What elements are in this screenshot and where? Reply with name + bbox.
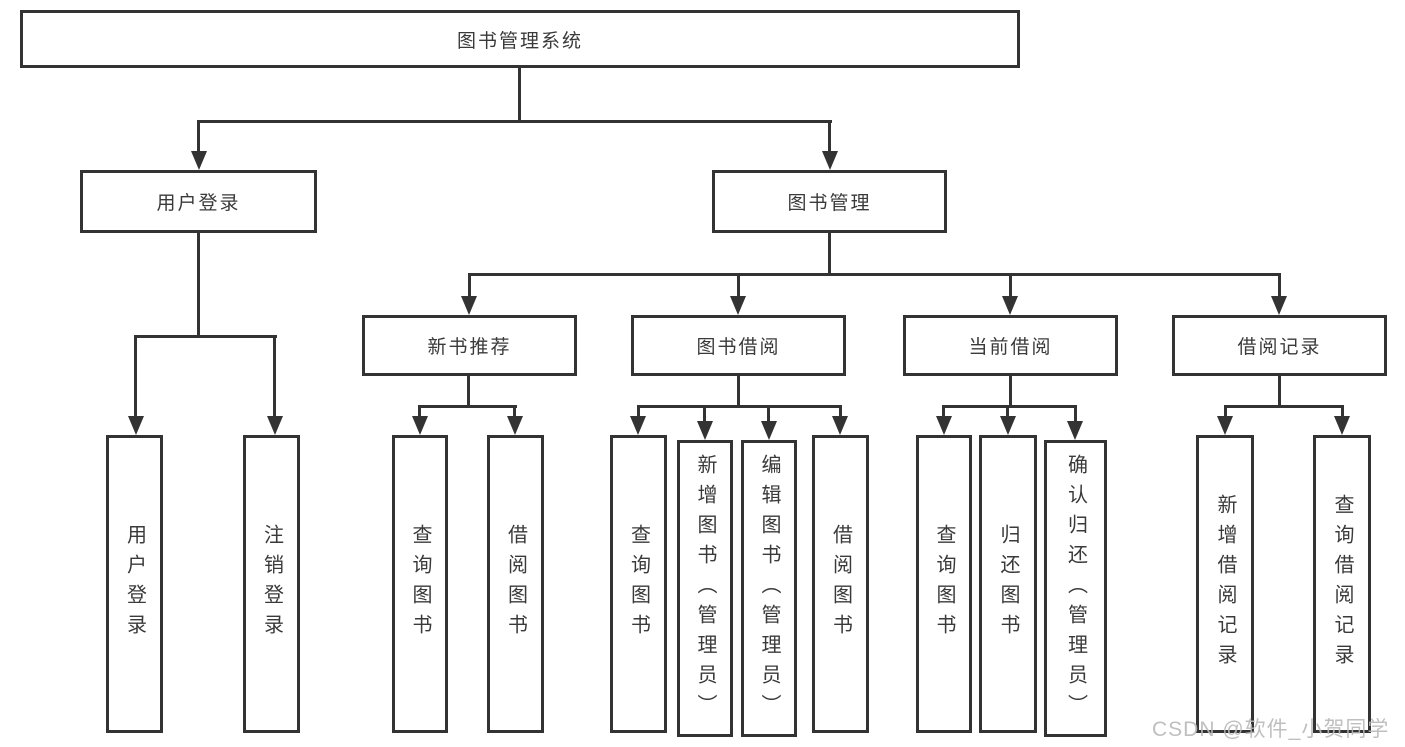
connector-line <box>468 273 1281 276</box>
connector-line <box>767 405 770 424</box>
leaf-edit-books-admin: 编辑图书（管理员） <box>741 440 797 737</box>
connector-line <box>134 335 277 338</box>
leaf-borrow-books-2: 借阅图书 <box>812 435 869 733</box>
node-label: 借阅图书 <box>829 524 852 644</box>
arrow-down-icon <box>1000 416 1016 435</box>
node-borrow-records: 借阅记录 <box>1172 315 1387 376</box>
leaf-user-login: 用户登录 <box>106 435 163 733</box>
node-label: 图书管理 <box>787 193 872 214</box>
connector-line <box>942 405 1077 408</box>
connector-line <box>839 405 842 418</box>
node-label: 归还图书 <box>997 524 1019 644</box>
node-library-system: 图书管理系统 <box>20 10 1020 68</box>
node-label: 确认归还（管理员） <box>1064 453 1087 724</box>
connector-line <box>1074 405 1077 424</box>
node-label: 新书推荐 <box>427 337 512 358</box>
node-user-login: 用户登录 <box>80 170 317 233</box>
node-label: 当前借阅 <box>968 337 1053 358</box>
leaf-logout: 注销登录 <box>243 435 300 733</box>
connector-line <box>1224 405 1344 408</box>
connector-line <box>828 233 831 276</box>
connector-line <box>1009 376 1012 408</box>
node-label: 查询借阅记录 <box>1331 494 1353 674</box>
node-current-borrow: 当前借阅 <box>903 315 1118 376</box>
arrow-down-icon <box>267 416 283 435</box>
arrow-down-icon <box>761 421 777 440</box>
leaf-add-borrow-record: 新增借阅记录 <box>1196 435 1254 733</box>
arrow-down-icon <box>507 416 523 435</box>
connector-line <box>273 335 276 418</box>
arrow-down-icon <box>412 416 428 435</box>
leaf-query-books-2: 查询图书 <box>610 435 667 733</box>
connector-line <box>418 405 421 418</box>
connector-line <box>197 120 832 123</box>
node-label: 借阅记录 <box>1237 337 1322 358</box>
node-label: 新增借阅记录 <box>1214 494 1236 674</box>
connector-line <box>637 405 640 418</box>
connector-line <box>467 376 470 408</box>
arrow-down-icon <box>730 296 746 315</box>
arrow-down-icon <box>832 416 848 435</box>
connector-line <box>703 405 706 424</box>
arrow-down-icon <box>630 416 646 435</box>
node-new-book-recommend: 新书推荐 <box>362 315 577 376</box>
node-label: 图书借阅 <box>696 337 781 358</box>
node-label: 用户登录 <box>156 193 241 214</box>
arrow-down-icon <box>191 151 207 170</box>
connector-line <box>737 273 740 298</box>
connector-line <box>418 405 517 408</box>
connector-line <box>942 405 945 418</box>
arrow-down-icon <box>1217 416 1233 435</box>
connector-line <box>1006 405 1009 418</box>
arrow-down-icon <box>1271 296 1287 315</box>
node-label: 图书管理系统 <box>456 30 583 52</box>
arrow-down-icon <box>697 421 713 440</box>
leaf-return-books: 归还图书 <box>979 435 1037 733</box>
connector-line <box>134 335 137 418</box>
arrow-down-icon <box>128 416 144 435</box>
leaf-confirm-return-admin: 确认归还（管理员） <box>1044 440 1107 737</box>
node-book-borrow: 图书借阅 <box>631 315 846 376</box>
node-label: 查询图书 <box>409 524 431 644</box>
leaf-query-borrow-record: 查询借阅记录 <box>1313 435 1371 733</box>
node-label: 注销登录 <box>260 524 283 644</box>
connector-line <box>828 120 831 153</box>
arrow-down-icon <box>822 151 838 170</box>
connector-line <box>197 120 200 153</box>
arrow-down-icon <box>1002 296 1018 315</box>
leaf-query-books-1: 查询图书 <box>392 435 448 733</box>
arrow-down-icon <box>1334 416 1350 435</box>
arrow-down-icon <box>461 296 477 315</box>
node-label: 用户登录 <box>123 524 146 644</box>
leaf-add-books-admin: 新增图书（管理员） <box>677 440 733 737</box>
connector-line <box>1278 376 1281 408</box>
leaf-borrow-books-1: 借阅图书 <box>487 435 544 733</box>
leaf-query-books-3: 查询图书 <box>916 435 972 733</box>
connector-line <box>518 68 521 123</box>
node-book-management: 图书管理 <box>712 170 947 233</box>
node-label: 查询图书 <box>627 524 650 644</box>
connector-line <box>1341 405 1344 418</box>
connector-line <box>513 405 516 418</box>
node-label: 新增图书（管理员） <box>694 453 716 724</box>
connector-line <box>197 233 200 338</box>
arrow-down-icon <box>1067 421 1083 440</box>
connector-line <box>1224 405 1227 418</box>
arrow-down-icon <box>936 416 952 435</box>
connector-line <box>1278 273 1281 298</box>
node-label: 查询图书 <box>933 524 955 644</box>
connector-line <box>737 376 740 408</box>
node-label: 编辑图书（管理员） <box>758 453 780 724</box>
connector-line <box>637 405 842 408</box>
csdn-watermark: CSDN @软件_小贺同学 <box>1152 718 1390 741</box>
connector-line <box>468 273 471 298</box>
connector-line <box>1009 273 1012 298</box>
node-label: 借阅图书 <box>504 524 527 644</box>
